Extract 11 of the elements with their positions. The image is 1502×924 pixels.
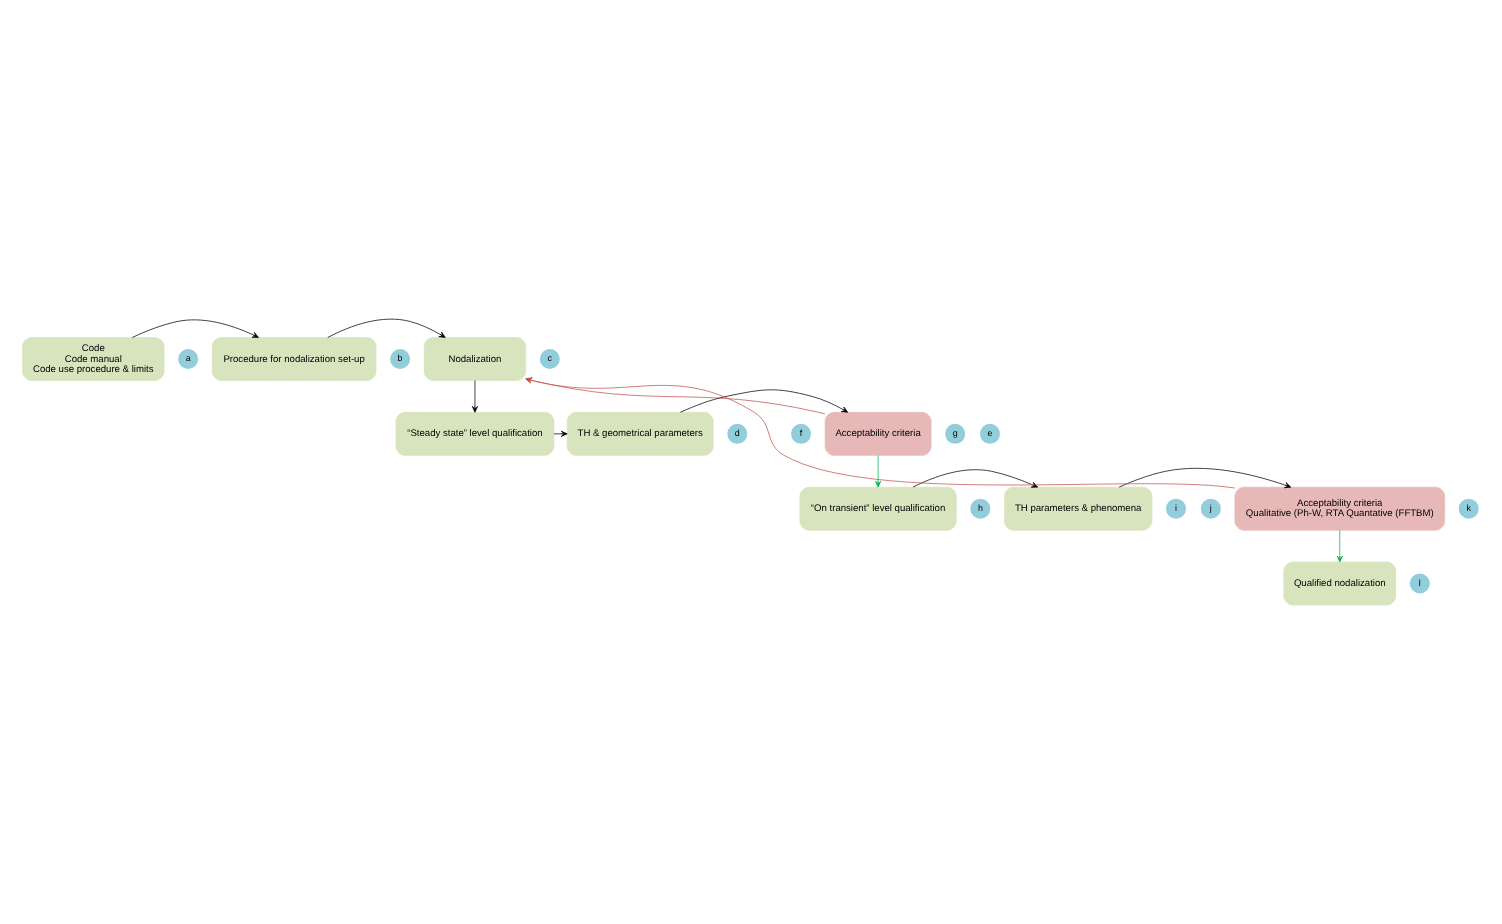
arrow: [553, 430, 568, 437]
arrow: [912, 469, 1038, 488]
arrow: [875, 455, 882, 488]
arrow: [1118, 467, 1292, 489]
arrow: [132, 319, 259, 338]
arrow: [1336, 529, 1343, 563]
arrow: [525, 377, 826, 415]
arrow: [525, 377, 1236, 489]
arrow: [471, 380, 478, 413]
arrow: [680, 389, 849, 413]
arrow: [327, 318, 446, 338]
